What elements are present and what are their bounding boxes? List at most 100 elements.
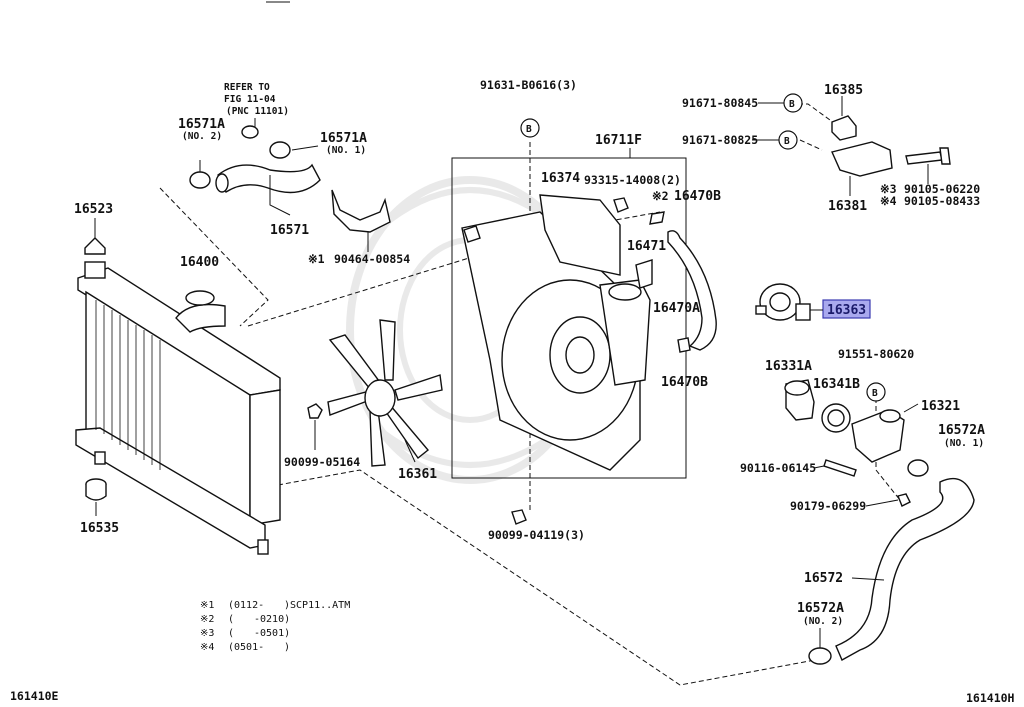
svg-text:B: B <box>784 136 790 147</box>
svg-text:B: B <box>526 124 532 135</box>
label-16470b-top-prefix: ※2 <box>652 189 669 203</box>
label-16363-highlighted[interactable]: 16363 <box>822 299 871 319</box>
label-90099-04119[interactable]: 90099-04119(3) <box>488 528 585 542</box>
svg-text:(PNC 11101): (PNC 11101) <box>226 106 289 117</box>
clamp-16470b-bottom[interactable] <box>677 337 691 370</box>
label-16400[interactable]: 16400 <box>180 255 219 270</box>
label-16471[interactable]: 16471 <box>627 239 666 254</box>
label-16470a[interactable]: 16470A <box>653 301 700 316</box>
clamp-16572a-no2[interactable] <box>808 628 832 665</box>
svg-text:-0210): -0210) <box>254 614 290 625</box>
svg-text:REFER TO: REFER TO <box>224 82 270 93</box>
label-16571a-no2-sub: (NO. 2) <box>182 131 222 142</box>
water-inlet-16321[interactable] <box>851 403 919 463</box>
svg-text:-0501): -0501) <box>254 628 290 639</box>
clamp-16572a-no1[interactable] <box>907 459 929 477</box>
svg-text:(0112-: (0112- <box>228 600 264 611</box>
leader-lines <box>159 103 901 686</box>
svg-text:FIG 11-04: FIG 11-04 <box>224 94 276 105</box>
fan-shroud-16711f[interactable] <box>461 211 651 471</box>
label-16572[interactable]: 16572 <box>804 571 843 586</box>
label-16711f[interactable]: 16711F <box>595 133 642 148</box>
radiator-hose-16572[interactable] <box>835 477 975 661</box>
fan-shroud-group-box <box>451 157 687 479</box>
svg-text:16363: 16363 <box>827 303 866 318</box>
hose-clamp-16571a-no1[interactable] <box>269 141 319 159</box>
label-16535[interactable]: 16535 <box>80 521 119 536</box>
bracket-16471[interactable] <box>635 259 653 289</box>
refer-pipe <box>241 118 259 139</box>
bolt-91631[interactable] <box>463 225 481 243</box>
svg-text:※4: ※4 <box>200 642 214 653</box>
reservoir-16374[interactable] <box>539 194 621 276</box>
label-16321[interactable]: 16321 <box>921 399 960 414</box>
label-16571a-no1[interactable]: 16571A <box>320 131 367 146</box>
label-90116[interactable]: 90116-06145 <box>740 461 816 475</box>
label-90105-06220-prefix: ※3 <box>880 182 897 196</box>
label-16572a-no1-sub: (NO. 1) <box>944 438 984 449</box>
radiator[interactable] <box>75 261 281 555</box>
radiator-cap-16523[interactable] <box>84 218 106 255</box>
label-91671-80845[interactable]: 91671-80845 <box>682 96 758 110</box>
svg-text:(: ( <box>228 614 234 625</box>
fan-motor-16363[interactable] <box>755 283 811 321</box>
label-16470b-top[interactable]: 16470B <box>674 189 721 204</box>
svg-text:※2: ※2 <box>200 614 214 625</box>
svg-text:(0501-: (0501- <box>228 642 264 653</box>
bolt-93315[interactable] <box>613 197 629 213</box>
radiator-hose-16571[interactable] <box>215 163 321 216</box>
svg-text:※1: ※1 <box>200 600 214 611</box>
label-16361[interactable]: 16361 <box>398 467 437 482</box>
label-16523[interactable]: 16523 <box>74 202 113 217</box>
label-16341b[interactable]: 16341B <box>813 377 860 392</box>
b-marker-top: B <box>520 118 540 138</box>
label-16385[interactable]: 16385 <box>824 83 863 98</box>
b-marker-80845: B <box>783 93 803 113</box>
clip-16385[interactable] <box>831 96 857 141</box>
label-90105-06220[interactable]: 90105-06220 <box>904 182 980 196</box>
stud-90116[interactable] <box>823 459 857 477</box>
label-93315[interactable]: 93315-14008(2) <box>584 173 681 187</box>
b-marker-80825: B <box>778 130 798 150</box>
label-16331a[interactable]: 16331A <box>765 359 812 374</box>
bolt-90105[interactable] <box>905 147 951 184</box>
label-16572a-no2-sub: (NO. 2) <box>803 616 843 627</box>
screw-90099-04119[interactable] <box>511 509 527 525</box>
label-90179[interactable]: 90179-06299 <box>790 499 866 513</box>
label-90464[interactable]: 90464-00854 <box>334 252 410 266</box>
label-91631[interactable]: 91631-B0616(3) <box>480 78 577 92</box>
footnotes: ※1 (0112- )SCP11..ATM ※2 ( -0210) ※3 ( -… <box>200 600 350 653</box>
overflow-hose-16470a[interactable] <box>667 230 717 351</box>
gasket-16341b[interactable] <box>821 403 851 433</box>
cooling-fan-16361[interactable] <box>327 319 443 467</box>
refer-note: REFER TO FIG 11-04 (PNC 11101) <box>224 82 289 117</box>
clamp-16470b-top[interactable] <box>649 211 665 225</box>
label-16572a-no1[interactable]: 16572A <box>938 423 985 438</box>
bracket-16381[interactable] <box>831 141 893 196</box>
label-16470b-bottom[interactable]: 16470B <box>661 375 708 390</box>
label-16571[interactable]: 16571 <box>270 223 309 238</box>
label-91671-80825[interactable]: 91671-80825 <box>682 133 758 147</box>
thermostat-16331a[interactable] <box>784 379 815 421</box>
nut-90179[interactable] <box>897 493 911 507</box>
drain-cock-16535[interactable] <box>85 478 107 516</box>
label-16571a-no2[interactable]: 16571A <box>178 117 225 132</box>
label-91551[interactable]: 91551-80620 <box>838 347 914 361</box>
label-16374[interactable]: 16374 <box>541 171 580 186</box>
label-16572a-no2[interactable]: 16572A <box>797 601 844 616</box>
svg-text:)SCP11..ATM: )SCP11..ATM <box>284 600 350 611</box>
bolt-90099-05164[interactable] <box>307 403 323 450</box>
diagram-code-left: 161410E <box>10 689 59 703</box>
label-90464-prefix: ※1 <box>308 252 325 266</box>
label-90105-08433[interactable]: 90105-08433 <box>904 194 980 208</box>
label-16571a-no1-sub: (NO. 1) <box>326 145 366 156</box>
svg-text:(: ( <box>228 628 234 639</box>
hose-clamp-16571a-no2[interactable] <box>189 160 211 189</box>
clamp-bracket-90464[interactable] <box>331 189 391 252</box>
label-90099-05164[interactable]: 90099-05164 <box>284 455 360 469</box>
label-16381[interactable]: 16381 <box>828 199 867 214</box>
svg-text:※3: ※3 <box>200 628 214 639</box>
b-marker-91551: B <box>866 382 886 402</box>
